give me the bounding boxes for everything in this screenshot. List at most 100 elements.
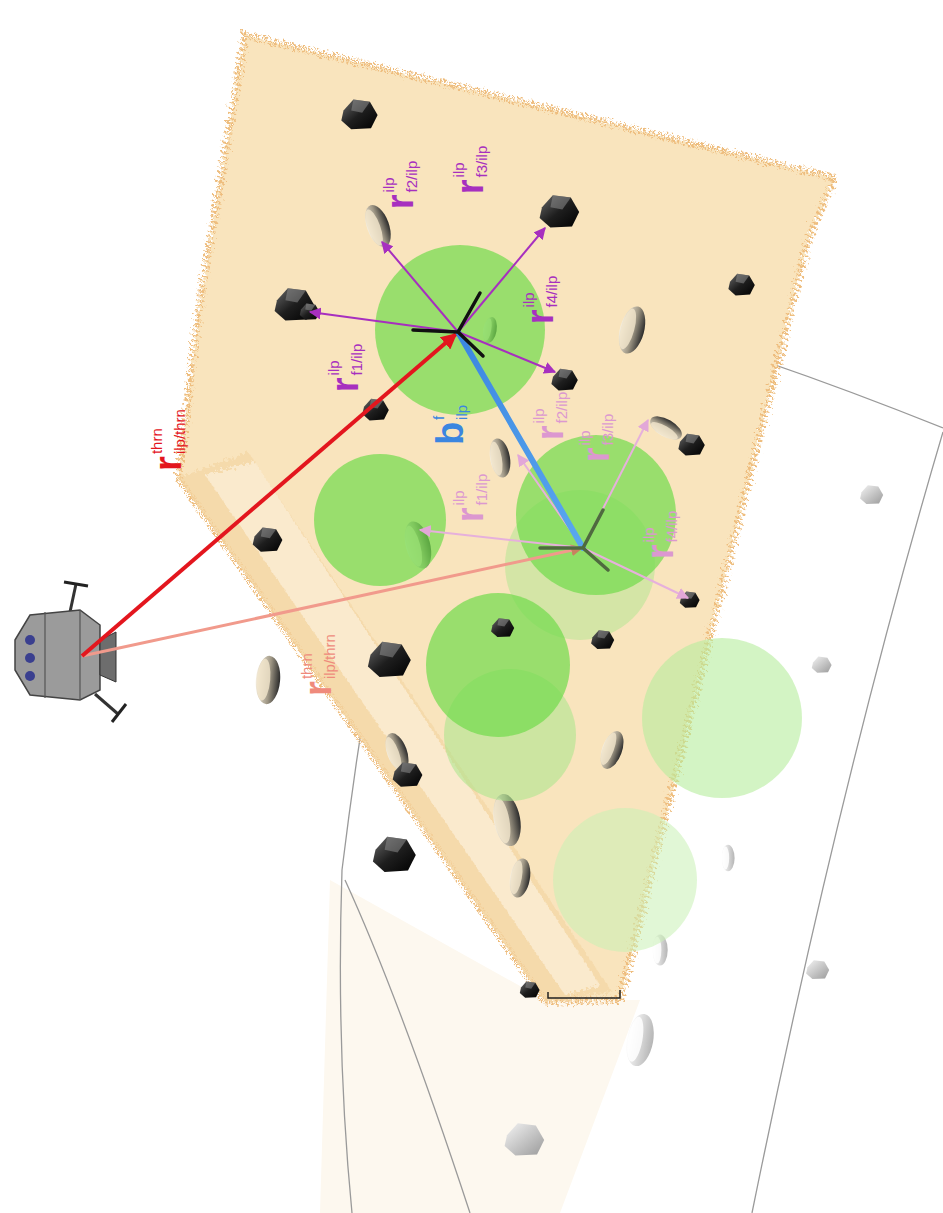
landing-site — [516, 435, 676, 595]
vector-symbol: r — [299, 681, 337, 696]
index-stack: thrn ilp/thrn — [149, 409, 187, 454]
rock — [520, 982, 540, 998]
vector-label: rilpf3/ilp — [577, 414, 615, 462]
rocks — [253, 100, 755, 998]
landing-site — [553, 808, 697, 952]
feature-vector — [458, 332, 555, 372]
lander-leg — [95, 694, 118, 714]
patch-bracket — [548, 990, 620, 998]
vector-label: rilp f2/ilp — [381, 161, 419, 209]
vector-label: rilp f3/ilp — [451, 146, 489, 194]
crater — [614, 303, 650, 356]
crater — [254, 655, 282, 705]
vector-symbol: r — [451, 507, 489, 522]
vector-symbol: r — [381, 194, 419, 209]
rock — [373, 837, 416, 872]
vector-symbol: r — [451, 179, 489, 194]
lander — [15, 582, 126, 722]
subscript: f2/ilp — [404, 161, 419, 193]
index-stack: ilp f1/ilp — [451, 474, 489, 506]
superscript: ilp — [521, 276, 536, 308]
vector-label: rilpf4/ilp — [521, 276, 559, 324]
terrain-patch — [178, 35, 835, 1002]
vector-symbol: r — [531, 425, 569, 440]
landing-site — [426, 593, 570, 737]
lander-porthole — [25, 635, 35, 645]
feature-vector — [310, 312, 458, 332]
superscript: ilp — [531, 392, 546, 424]
rock — [551, 369, 577, 391]
lander-leg — [70, 584, 76, 612]
superscript: ilp — [381, 161, 396, 193]
vector-symbol: r — [521, 309, 559, 324]
rock — [341, 100, 377, 130]
superscript: ilp — [451, 474, 466, 506]
vector-symbol: r — [577, 447, 615, 462]
superscript: ilp — [326, 344, 341, 376]
subscript: f1/ilp — [474, 474, 489, 506]
index-stack: ilp f4/ilp — [641, 511, 679, 543]
lander-detail — [45, 610, 80, 700]
vector-label: rilp f1/ilp — [326, 344, 364, 392]
superscript: thrn — [149, 409, 164, 454]
crater — [646, 412, 685, 445]
axis-marker — [540, 510, 608, 570]
axis-marker — [413, 293, 483, 356]
terrain-surface — [178, 35, 835, 1002]
index-stack: ilpf4/ilp — [521, 276, 559, 308]
subscript: ilp — [454, 405, 469, 420]
vector-label: rilp f1/ilp — [451, 474, 489, 522]
index-stack: ilp f1/ilp — [326, 344, 364, 376]
vector-label: rilp f4/ilp — [641, 511, 679, 559]
subscript: f3/ilp — [600, 414, 615, 446]
rock — [368, 642, 411, 677]
superscript: f — [431, 405, 446, 420]
feature-vector — [382, 242, 458, 332]
subscript: ilp/thrn — [172, 409, 187, 454]
frame-axes — [413, 293, 608, 570]
vector-label: bfilp — [431, 405, 469, 445]
superscript: ilp — [451, 146, 466, 178]
vector-symbol: r — [641, 544, 679, 559]
subscript: f4/ilp — [664, 511, 679, 543]
superscript: thrn — [299, 634, 314, 679]
vector-symbol: b — [431, 422, 469, 445]
vector-label: r thrn ilp/thrn — [299, 634, 337, 696]
superscript: ilp — [641, 511, 656, 543]
rock — [540, 195, 580, 227]
lander-porthole — [25, 653, 35, 663]
rock — [680, 592, 700, 608]
index-stack: ilpf3/ilp — [577, 414, 615, 446]
grid-line — [752, 432, 943, 1213]
landing-site — [642, 638, 802, 798]
landing-site — [375, 245, 545, 415]
crater — [596, 728, 628, 772]
rock — [393, 762, 423, 786]
subscript: f3/ilp — [474, 146, 489, 178]
vector-label: rilp f2/ilp — [531, 392, 569, 440]
rock — [253, 527, 283, 551]
crater — [721, 845, 734, 871]
vectors — [82, 228, 688, 656]
subscript: ilp/thrn — [322, 634, 337, 679]
rock — [300, 304, 320, 320]
landing-site — [314, 454, 446, 586]
rock — [505, 1123, 545, 1155]
rock — [806, 960, 829, 979]
craters — [254, 202, 686, 900]
position-vector — [82, 334, 456, 656]
rock — [591, 630, 614, 649]
subscript: f1/ilp — [349, 344, 364, 376]
index-stack: filp — [431, 405, 469, 420]
grid-line — [345, 880, 470, 1213]
index-stack: thrn ilp/thrn — [299, 634, 337, 679]
vector-symbol: r — [149, 456, 187, 471]
rock — [491, 618, 514, 637]
index-stack: ilp f2/ilp — [531, 392, 569, 424]
crater — [487, 437, 513, 479]
crater — [507, 857, 533, 899]
vector-symbol: r — [326, 377, 364, 392]
subscript: f2/ilp — [554, 392, 569, 424]
crater — [622, 1012, 657, 1069]
